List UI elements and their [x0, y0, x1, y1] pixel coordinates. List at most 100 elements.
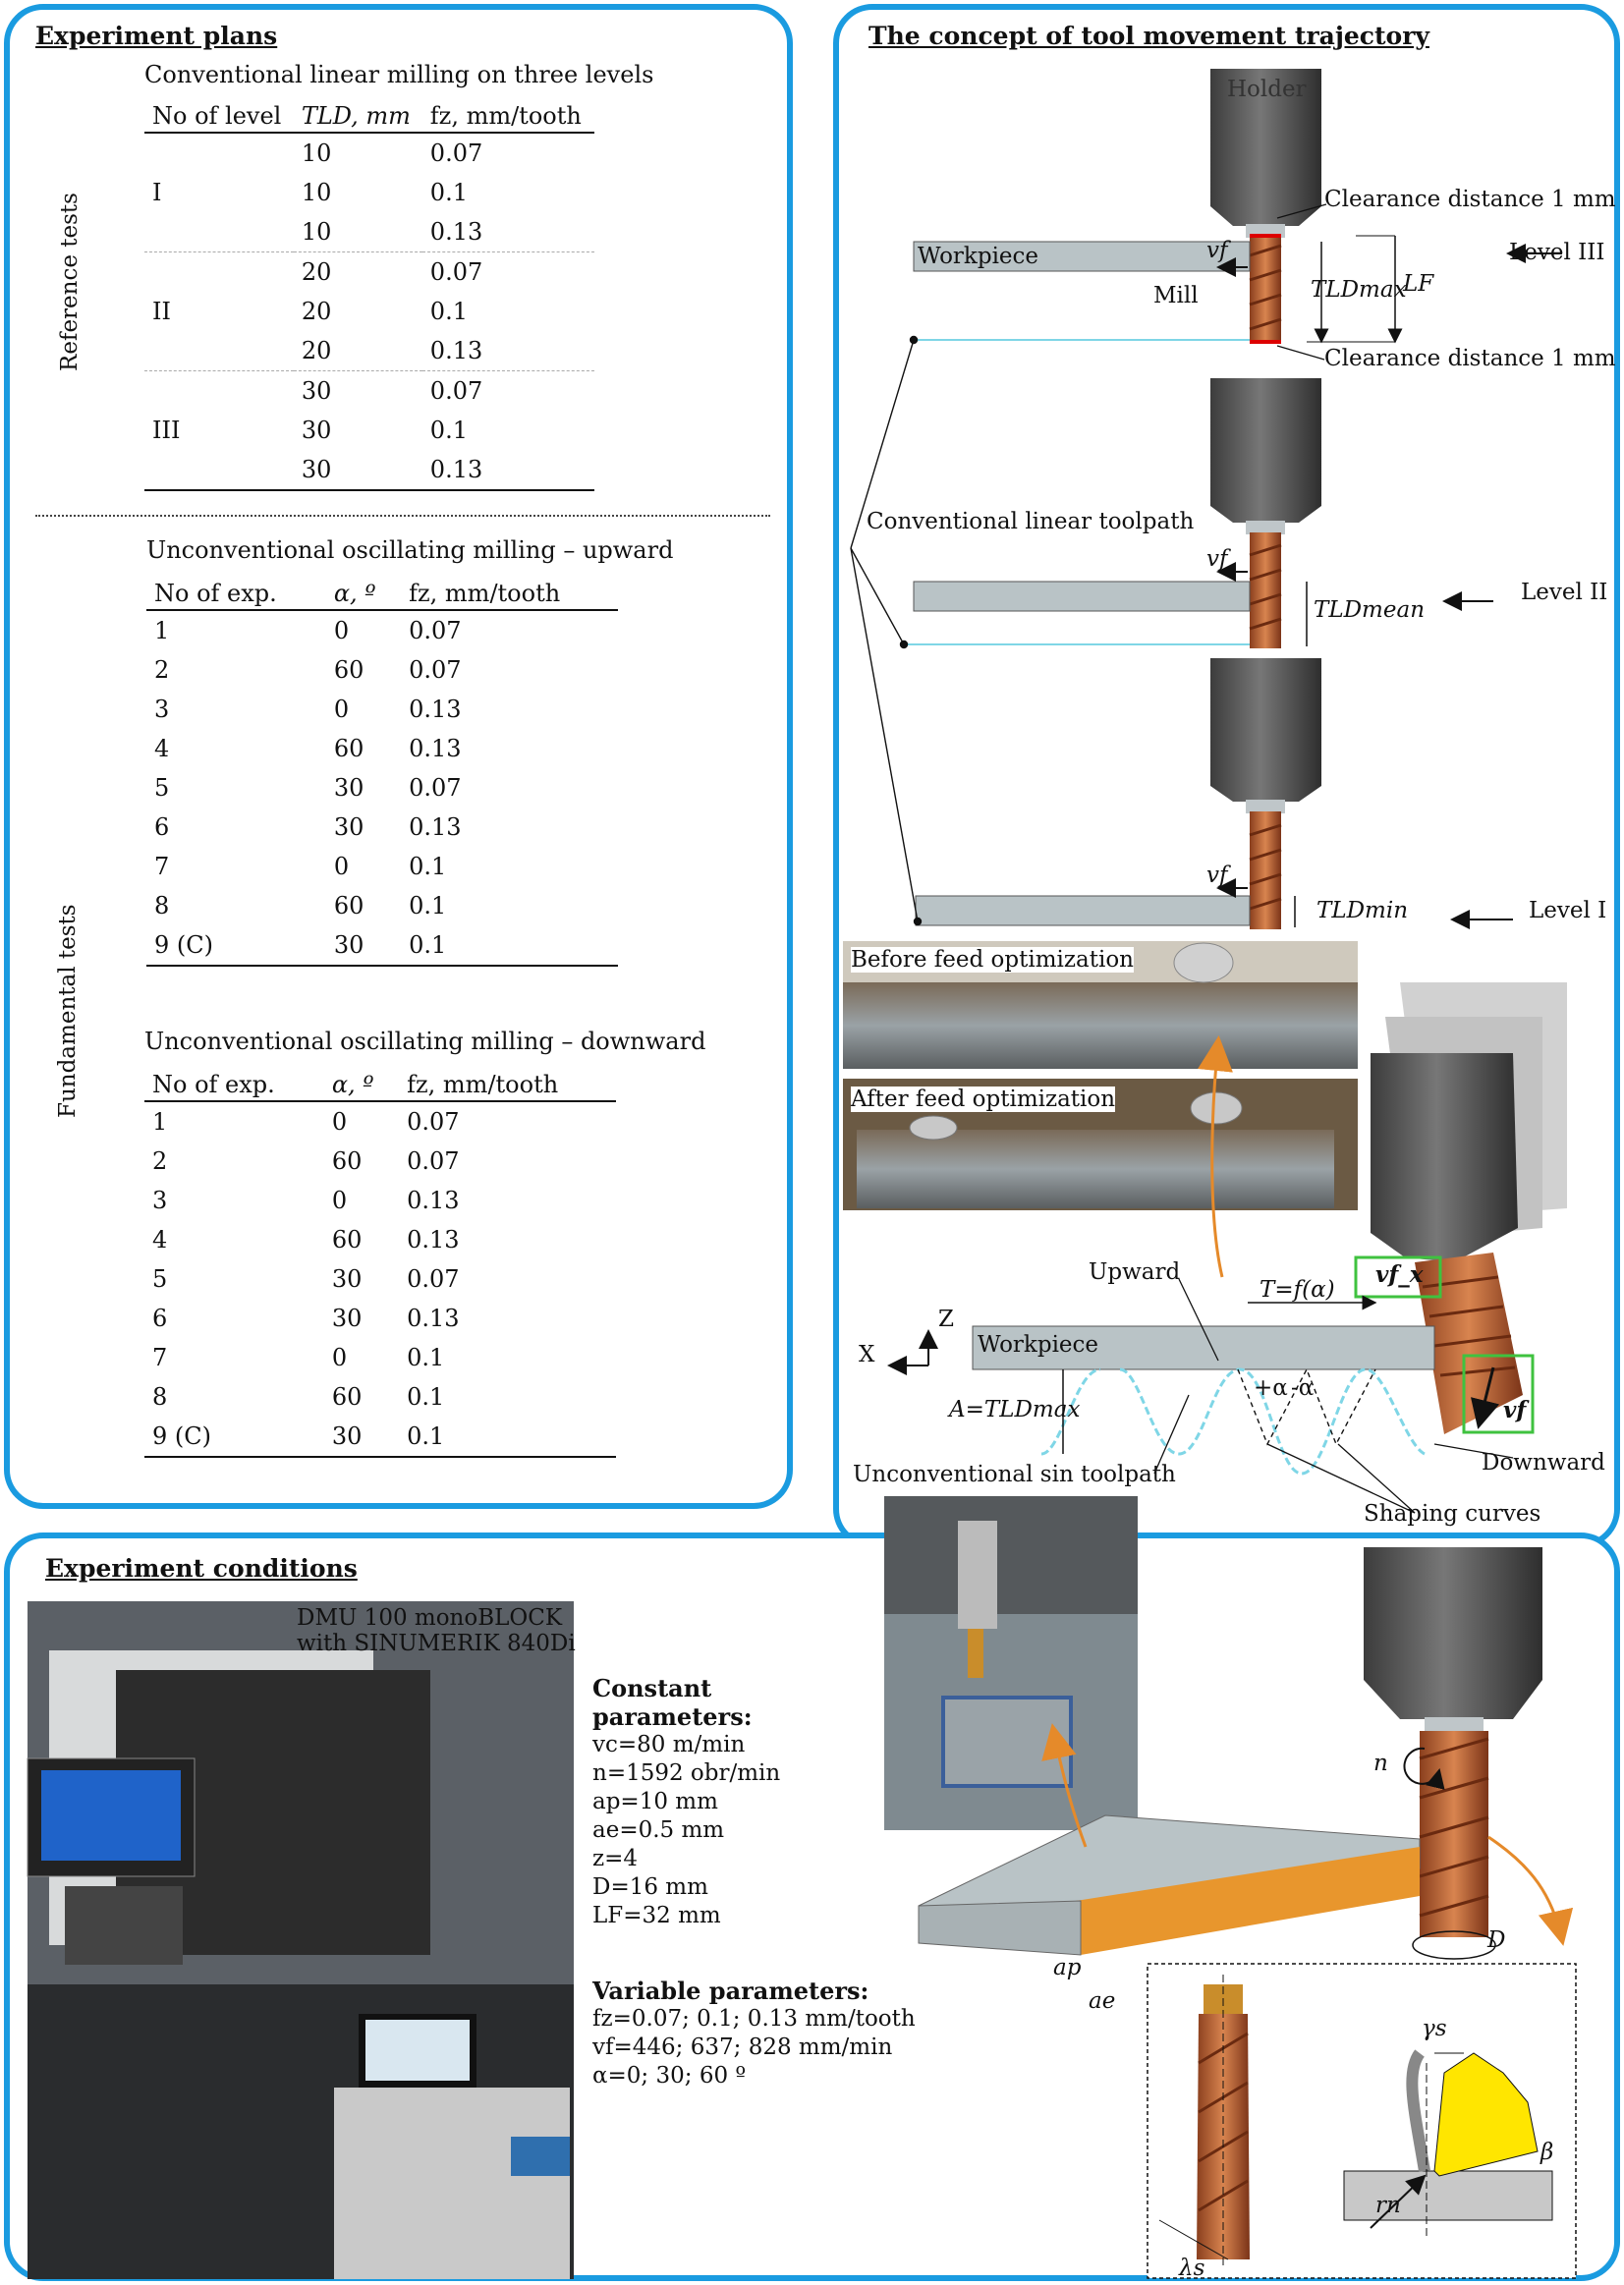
- exp-no-cell: 3: [152, 1187, 168, 1214]
- shaping-curves-label: Shaping curves: [1364, 1501, 1541, 1527]
- level1-label: Level I: [1529, 898, 1607, 923]
- fz-cell: 0.13: [421, 331, 594, 371]
- fz-cell: 0.1: [409, 892, 447, 920]
- fz-cell: 0.07: [409, 774, 462, 802]
- tld-cell: 30: [293, 450, 422, 491]
- table2-header-fz: fz, mm/tooth: [401, 578, 618, 611]
- sin-callouts: [1153, 1278, 1514, 1514]
- tld-cell: 30: [301, 417, 332, 444]
- fz-cell: 0.13: [407, 1187, 460, 1214]
- tld-cell: 10: [301, 139, 332, 167]
- workpiece-level-2: [913, 581, 1251, 612]
- upward-label: Upward: [1089, 1259, 1181, 1285]
- arrow-to-photos: [1198, 1035, 1233, 1278]
- exp-no-cell: 4: [152, 1226, 168, 1254]
- constant-heading: Constant parameters:: [592, 1674, 753, 1731]
- experiment-conditions-heading: Experiment conditions: [45, 1554, 358, 1583]
- table-row: III 30 0.1: [144, 411, 594, 450]
- alpha-cell: 30: [331, 1305, 363, 1332]
- fz-cell: 0.07: [407, 1147, 460, 1175]
- clearance-top-label: Clearance distance 1 mm: [1324, 187, 1616, 212]
- lf-label: LF: [1403, 271, 1434, 297]
- exp-no-cell: 2: [152, 1147, 168, 1175]
- machine-label-line2: with SINUMERIK 840Di: [297, 1631, 576, 1656]
- tld-cell: 20: [301, 258, 332, 286]
- after-optimization-label: After feed optimization: [851, 1087, 1116, 1112]
- separator: [35, 515, 770, 517]
- exp-no-cell: 8: [154, 892, 170, 920]
- level3-label: Level III: [1509, 240, 1605, 265]
- tool-level-1: [1210, 658, 1321, 929]
- exp-no-cell: 2: [154, 656, 170, 684]
- vf-label-2: vf: [1206, 546, 1228, 572]
- table3-header-fz: fz, mm/tooth: [399, 1069, 616, 1102]
- bottom-tool: [1364, 1547, 1542, 1960]
- level-cell: III: [152, 417, 181, 444]
- clearance-bottom-label: Clearance distance 1 mm: [1324, 346, 1616, 371]
- vf-label-1: vf: [1206, 238, 1228, 263]
- table3-header-alpha: α, º: [323, 1069, 400, 1102]
- constant-parameter: LF=32 mm: [592, 1903, 721, 1928]
- constant-parameter: ae=0.5 mm: [592, 1817, 725, 1843]
- fz-cell: 0.13: [421, 450, 594, 491]
- linear-toolpath-callout: [850, 335, 923, 926]
- fz-cell: 0.1: [401, 925, 618, 967]
- fz-cell: 0.13: [421, 212, 594, 252]
- alpha-cell: 0: [331, 1108, 348, 1136]
- fz-cell: 0.1: [429, 417, 468, 444]
- alpha-cell: 60: [333, 892, 364, 920]
- fz-cell: 0.1: [407, 1383, 445, 1411]
- exp-no-cell: 1: [152, 1108, 168, 1136]
- exp-no-cell: 5: [152, 1265, 168, 1293]
- exp-no-cell: 7: [154, 853, 170, 880]
- table1-title: Conventional linear milling on three lev…: [144, 61, 654, 88]
- exp-no-cell: 8: [152, 1383, 168, 1411]
- table2-title: Unconventional oscillating milling – upw…: [146, 536, 674, 564]
- tool-detail-drawing: [1158, 1975, 1553, 2269]
- tldmean-label: TLDmean: [1314, 597, 1426, 623]
- ae-label: ae: [1089, 1988, 1116, 2014]
- axis-x-label: X: [859, 1342, 875, 1367]
- experiment-plans-panel: Experiment plans Reference tests Fundame…: [4, 4, 793, 1509]
- tld-cell: 20: [301, 298, 332, 325]
- workpiece-sin: [972, 1325, 1435, 1370]
- fz-cell: 0.07: [407, 1265, 460, 1293]
- level-cell: [144, 212, 294, 252]
- table2-header-alpha: α, º: [325, 578, 402, 611]
- ap-label: ap: [1053, 1955, 1082, 1980]
- mill-label: Mill: [1153, 283, 1199, 308]
- tilted-tool: [1371, 1053, 1523, 1434]
- fz-cell: 0.07: [409, 656, 462, 684]
- alpha-cell: 0: [331, 1187, 348, 1214]
- lambda-label: λs: [1179, 2256, 1205, 2281]
- vf-highlight: [1462, 1354, 1535, 1434]
- machine-label-line1: DMU 100 monoBLOCK: [297, 1605, 563, 1631]
- fz-cell: 0.13: [409, 696, 462, 723]
- fz-cell: 0.13: [409, 813, 462, 841]
- sin-toolpath-label: Unconventional sin toolpath: [853, 1462, 1176, 1487]
- table3-header-no: No of exp.: [144, 1069, 324, 1102]
- alpha-cell: 30: [331, 1265, 363, 1293]
- exp-no-cell: 9 (C): [144, 1417, 324, 1458]
- before-optimization-photo: [843, 941, 1358, 1069]
- exp-no-cell: 1: [154, 617, 170, 644]
- downward-label: Downward: [1482, 1450, 1605, 1476]
- fz-cell: 0.07: [429, 258, 483, 286]
- fz-cell: 0.1: [407, 1344, 445, 1371]
- table-row: 8 60 0.1: [146, 886, 618, 925]
- level2-label: Level II: [1521, 580, 1608, 605]
- tldmax-label: TLDmax: [1311, 277, 1407, 303]
- level-cell: I: [152, 179, 162, 206]
